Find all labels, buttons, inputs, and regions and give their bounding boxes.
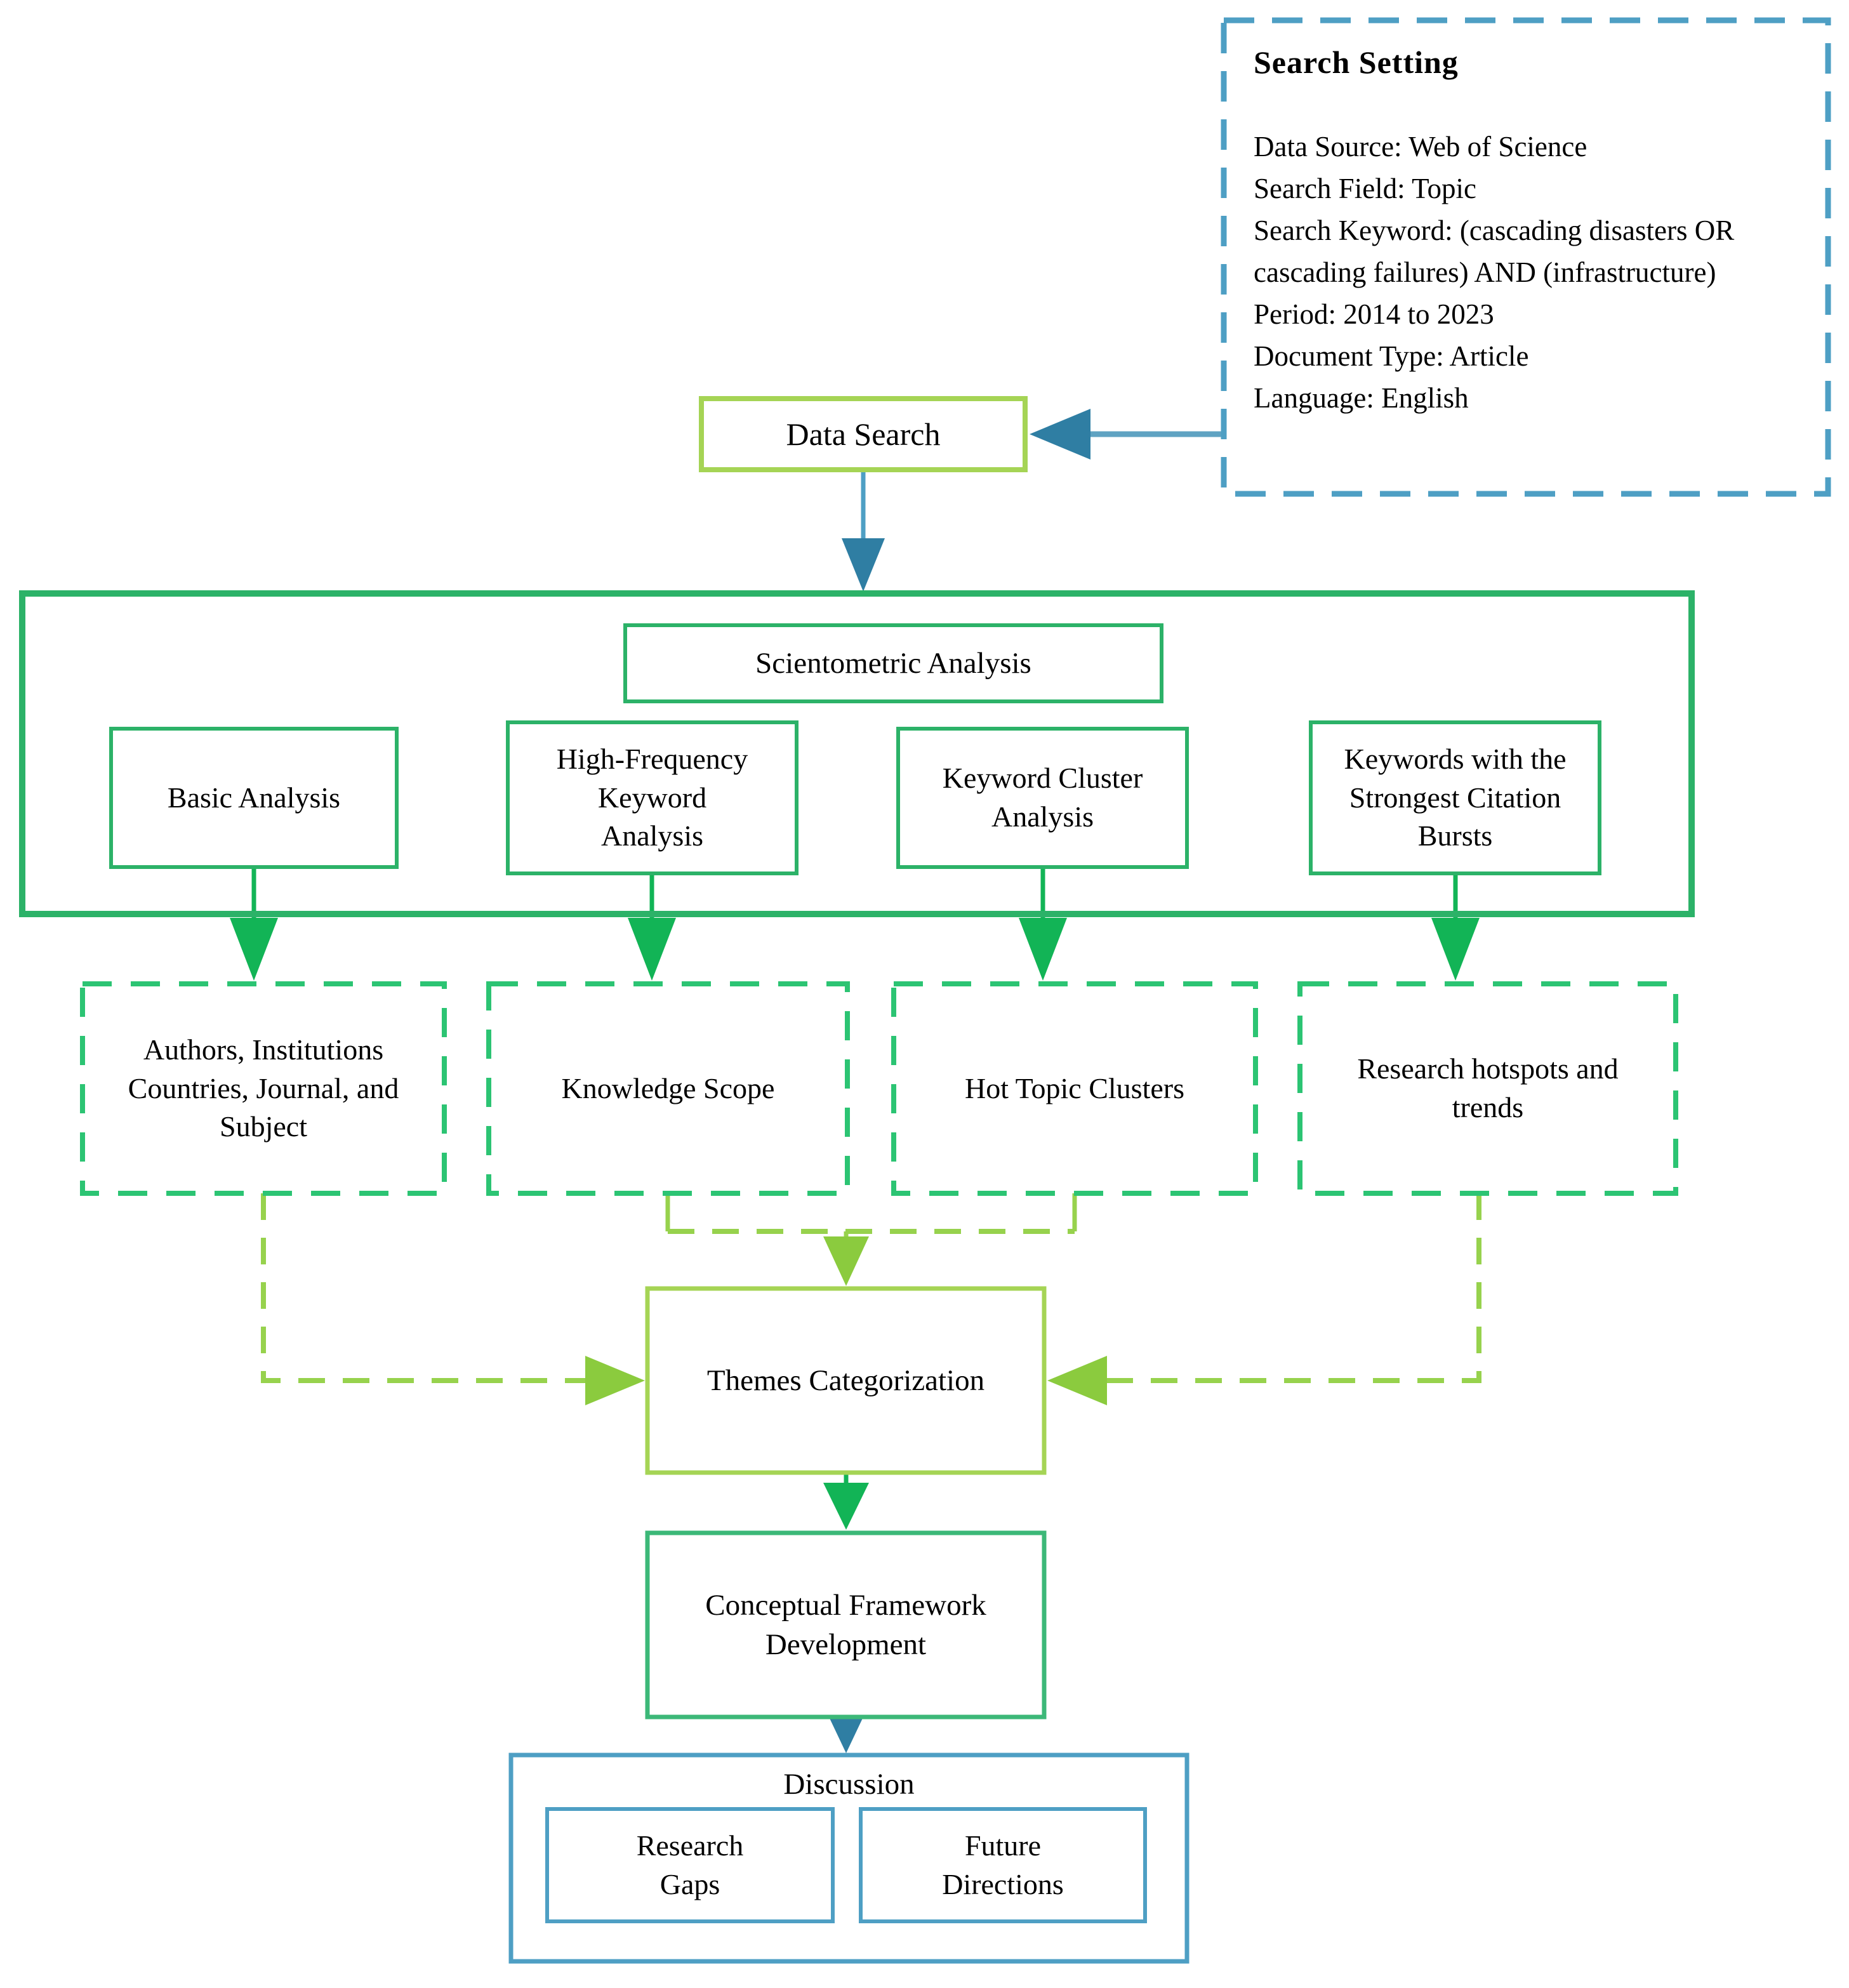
research-gaps-label: Research Gaps (547, 1809, 833, 1921)
citation-bursts-label: Keywords with the Strongest Citation Bur… (1311, 722, 1600, 873)
research-hotspots-label: Research hotspots and trends (1300, 984, 1676, 1193)
search-setting-line: Data Source: Web of Science (1254, 130, 1587, 162)
citation-bursts-text: Keywords with the Strongest Citation Bur… (1344, 742, 1567, 852)
scientometric-label: Scientometric Analysis (755, 646, 1031, 680)
arrowhead-into-container (842, 538, 885, 592)
basic-analysis-label: Basic Analysis (167, 781, 341, 814)
authors-text: Authors, Institutions Countries, Journal… (128, 1033, 399, 1143)
scientometric-title-box (623, 623, 1163, 703)
high-frequency-label: High-Frequency Keyword Analysis (508, 722, 797, 873)
research-gaps-text: Research Gaps (636, 1829, 744, 1900)
arrowhead-into-conceptual (823, 1483, 869, 1530)
scientometric-container-box (19, 590, 1695, 917)
citation-bursts-box (1309, 720, 1601, 875)
keyword-cluster-label: Keyword Cluster Analysis (898, 729, 1187, 867)
data-search-label: Data Search (786, 416, 941, 452)
arrowhead-into-datasearch (1030, 409, 1090, 460)
search-setting-content: Search Setting Data Source: Web of Scien… (1254, 39, 1812, 419)
search-setting-line: Period: 2014 to 2023 (1254, 298, 1494, 331)
keyword-cluster-box (896, 727, 1189, 869)
search-setting-line: Search Keyword: (cascading disasters OR … (1254, 214, 1735, 288)
path-authors-to-themes (261, 1193, 597, 1383)
future-directions-box (859, 1807, 1147, 1923)
data-search-box (699, 396, 1028, 472)
future-directions-label: Future Directions (861, 1809, 1145, 1921)
search-setting-line: Language: English (1254, 382, 1469, 414)
authors-box (80, 981, 447, 1196)
hot-topic-box (891, 981, 1258, 1196)
conceptual-label: Conceptual Framework Development (647, 1533, 1044, 1717)
knowledge-scope-label: Knowledge Scope (561, 1071, 775, 1104)
hot-topic-label: Hot Topic Clusters (964, 1071, 1185, 1104)
basic-analysis-box (109, 727, 399, 869)
search-setting-title: Search Setting (1254, 44, 1459, 80)
conceptual-text: Conceptual Framework Development (705, 1588, 986, 1661)
themes-box (645, 1286, 1047, 1475)
research-hotspots-text: Research hotspots and trends (1357, 1052, 1619, 1123)
search-setting-line: Document Type: Article (1254, 340, 1529, 373)
future-directions-text: Future Directions (942, 1829, 1064, 1900)
research-gaps-box (545, 1807, 835, 1923)
arrowhead-into-hottopic (1019, 918, 1067, 981)
search-setting-box (1221, 17, 1831, 497)
arrowhead-into-themes-right (1047, 1356, 1107, 1405)
research-hotspots-box (1297, 981, 1678, 1196)
high-frequency-text: High-Frequency Keyword Analysis (556, 742, 748, 852)
arrowhead-into-research (1431, 918, 1480, 981)
discussion-title: Discussion (783, 1767, 915, 1801)
arrowhead-into-themes-top (823, 1236, 869, 1286)
search-setting-line: Search Field: Topic (1254, 172, 1476, 204)
conceptual-box (645, 1530, 1047, 1720)
high-frequency-box (506, 720, 799, 875)
arrowhead-into-themes-left (585, 1356, 645, 1405)
arrowhead-into-authors (230, 918, 278, 981)
knowledge-scope-box (486, 981, 850, 1196)
keyword-cluster-text: Keyword Cluster Analysis (942, 762, 1143, 833)
authors-label: Authors, Institutions Countries, Journal… (83, 984, 444, 1193)
themes-label: Themes Categorization (706, 1363, 985, 1397)
path-research-to-themes (1097, 1193, 1481, 1383)
arrowhead-into-knowledge (628, 918, 676, 981)
